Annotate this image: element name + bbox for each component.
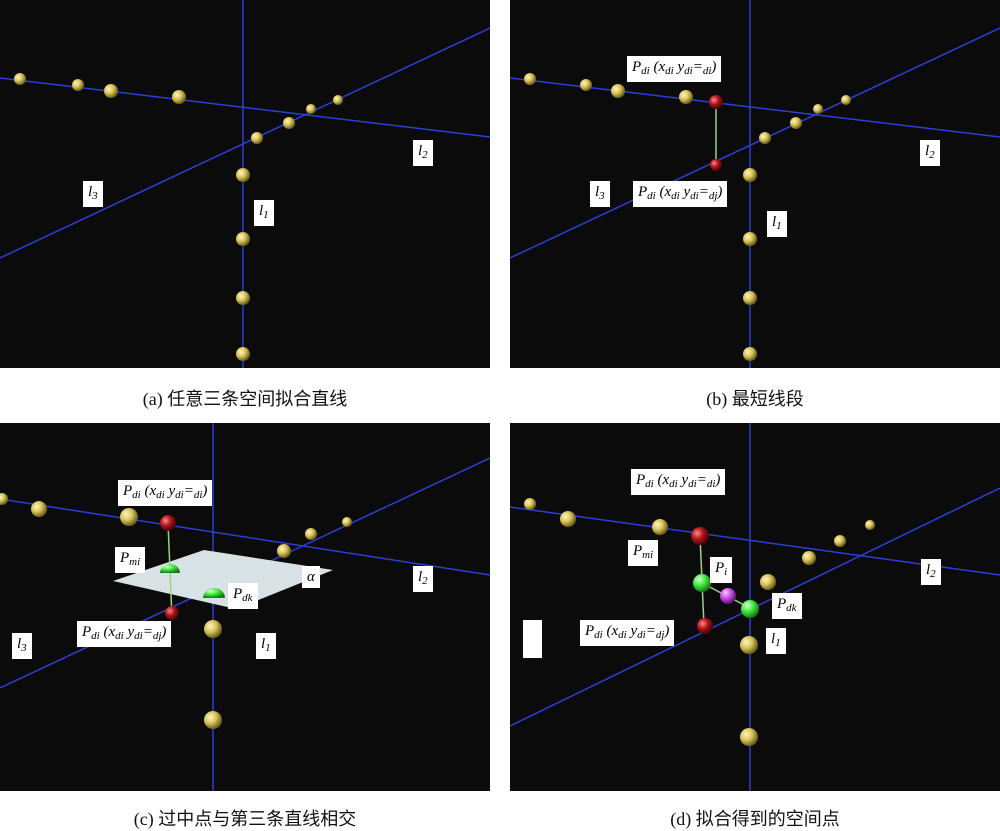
line-l2	[510, 506, 1000, 576]
sphere-marker-red	[697, 618, 713, 634]
label-pdi-top: Pdi (xdi ydi=di)	[631, 469, 726, 495]
panel-d: Pdi (xdi ydi=di) Pmi Pi Pdk Pdi (xdi ydi…	[510, 423, 1000, 791]
label-l3: l3	[590, 181, 610, 207]
label-pi: Pi	[710, 557, 733, 583]
line-l2	[0, 498, 490, 576]
label-l2: l2	[413, 140, 433, 166]
panel-b-scene	[510, 0, 1000, 368]
label-pmi: Pmi	[628, 540, 659, 566]
label-alpha: α	[302, 566, 320, 588]
label-pdi-bottom: Pdi (xdi ydi=dj)	[77, 621, 172, 647]
panel-b: Pdi (xdi ydi=di) Pdi (xdi ydi=dj) l2 l3 …	[510, 0, 1000, 368]
line-l3	[510, 27, 1000, 259]
label-pdi-top: Pdi (xdi ydi=di)	[627, 56, 722, 82]
label-l3: l3	[83, 181, 103, 207]
sphere-marker-green	[203, 588, 225, 598]
sphere-marker-yellow-group	[524, 73, 851, 361]
sphere-marker-yellow-group	[524, 498, 875, 746]
label-l3: l3	[12, 633, 32, 659]
sphere-marker-yellow-group	[0, 493, 352, 729]
caption-b: (b) 最短线段	[706, 389, 804, 409]
label-pdi-bottom: Pdi (xdi ydi=dj)	[633, 181, 728, 207]
caption-d: (d) 拟合得到的空间点	[670, 809, 840, 829]
sphere-marker-green	[160, 564, 180, 573]
label-l2: l2	[921, 559, 941, 585]
caption-c: (c) 过中点与第三条直线相交	[133, 809, 357, 829]
panel-d-scene	[510, 423, 1000, 791]
label-l1: l1	[254, 200, 274, 226]
plane-alpha	[113, 550, 333, 609]
sphere-marker-yellow-group	[14, 73, 343, 361]
sphere-marker-red	[709, 95, 723, 109]
label-pdk: Pdk	[772, 593, 802, 619]
label-l2: l2	[920, 140, 940, 166]
panel-c-scene	[0, 423, 490, 791]
panel-a: l2 l3 l1	[0, 0, 490, 368]
label-pdi-top: Pdi (xdi ydi=di)	[118, 480, 213, 506]
line-l2	[510, 77, 1000, 138]
sphere-marker-green	[741, 600, 759, 618]
sphere-marker-purple	[720, 588, 736, 604]
label-pmi: Pmi	[115, 547, 146, 573]
label-pdk: Pdk	[228, 583, 258, 609]
label-l1: l1	[767, 211, 787, 237]
caption-a: (a) 任意三条空间拟合直线	[142, 389, 348, 409]
sphere-marker-red	[710, 159, 722, 171]
label-pdi-bottom: Pdi (xdi ydi=dj)	[580, 620, 675, 646]
sphere-marker-red	[160, 515, 176, 531]
label-l2: l2	[413, 566, 433, 592]
label-l1: l1	[766, 628, 786, 654]
panel-c: Pdi (xdi ydi=di) Pmi Pdk α Pdi (xdi ydi=…	[0, 423, 490, 791]
blank-label	[523, 620, 542, 658]
panel-a-scene	[0, 0, 490, 368]
label-l1: l1	[256, 633, 276, 659]
line-l3	[0, 27, 490, 259]
sphere-marker-red	[165, 606, 179, 620]
sphere-marker-green	[693, 574, 711, 592]
sphere-marker-red	[691, 527, 709, 545]
